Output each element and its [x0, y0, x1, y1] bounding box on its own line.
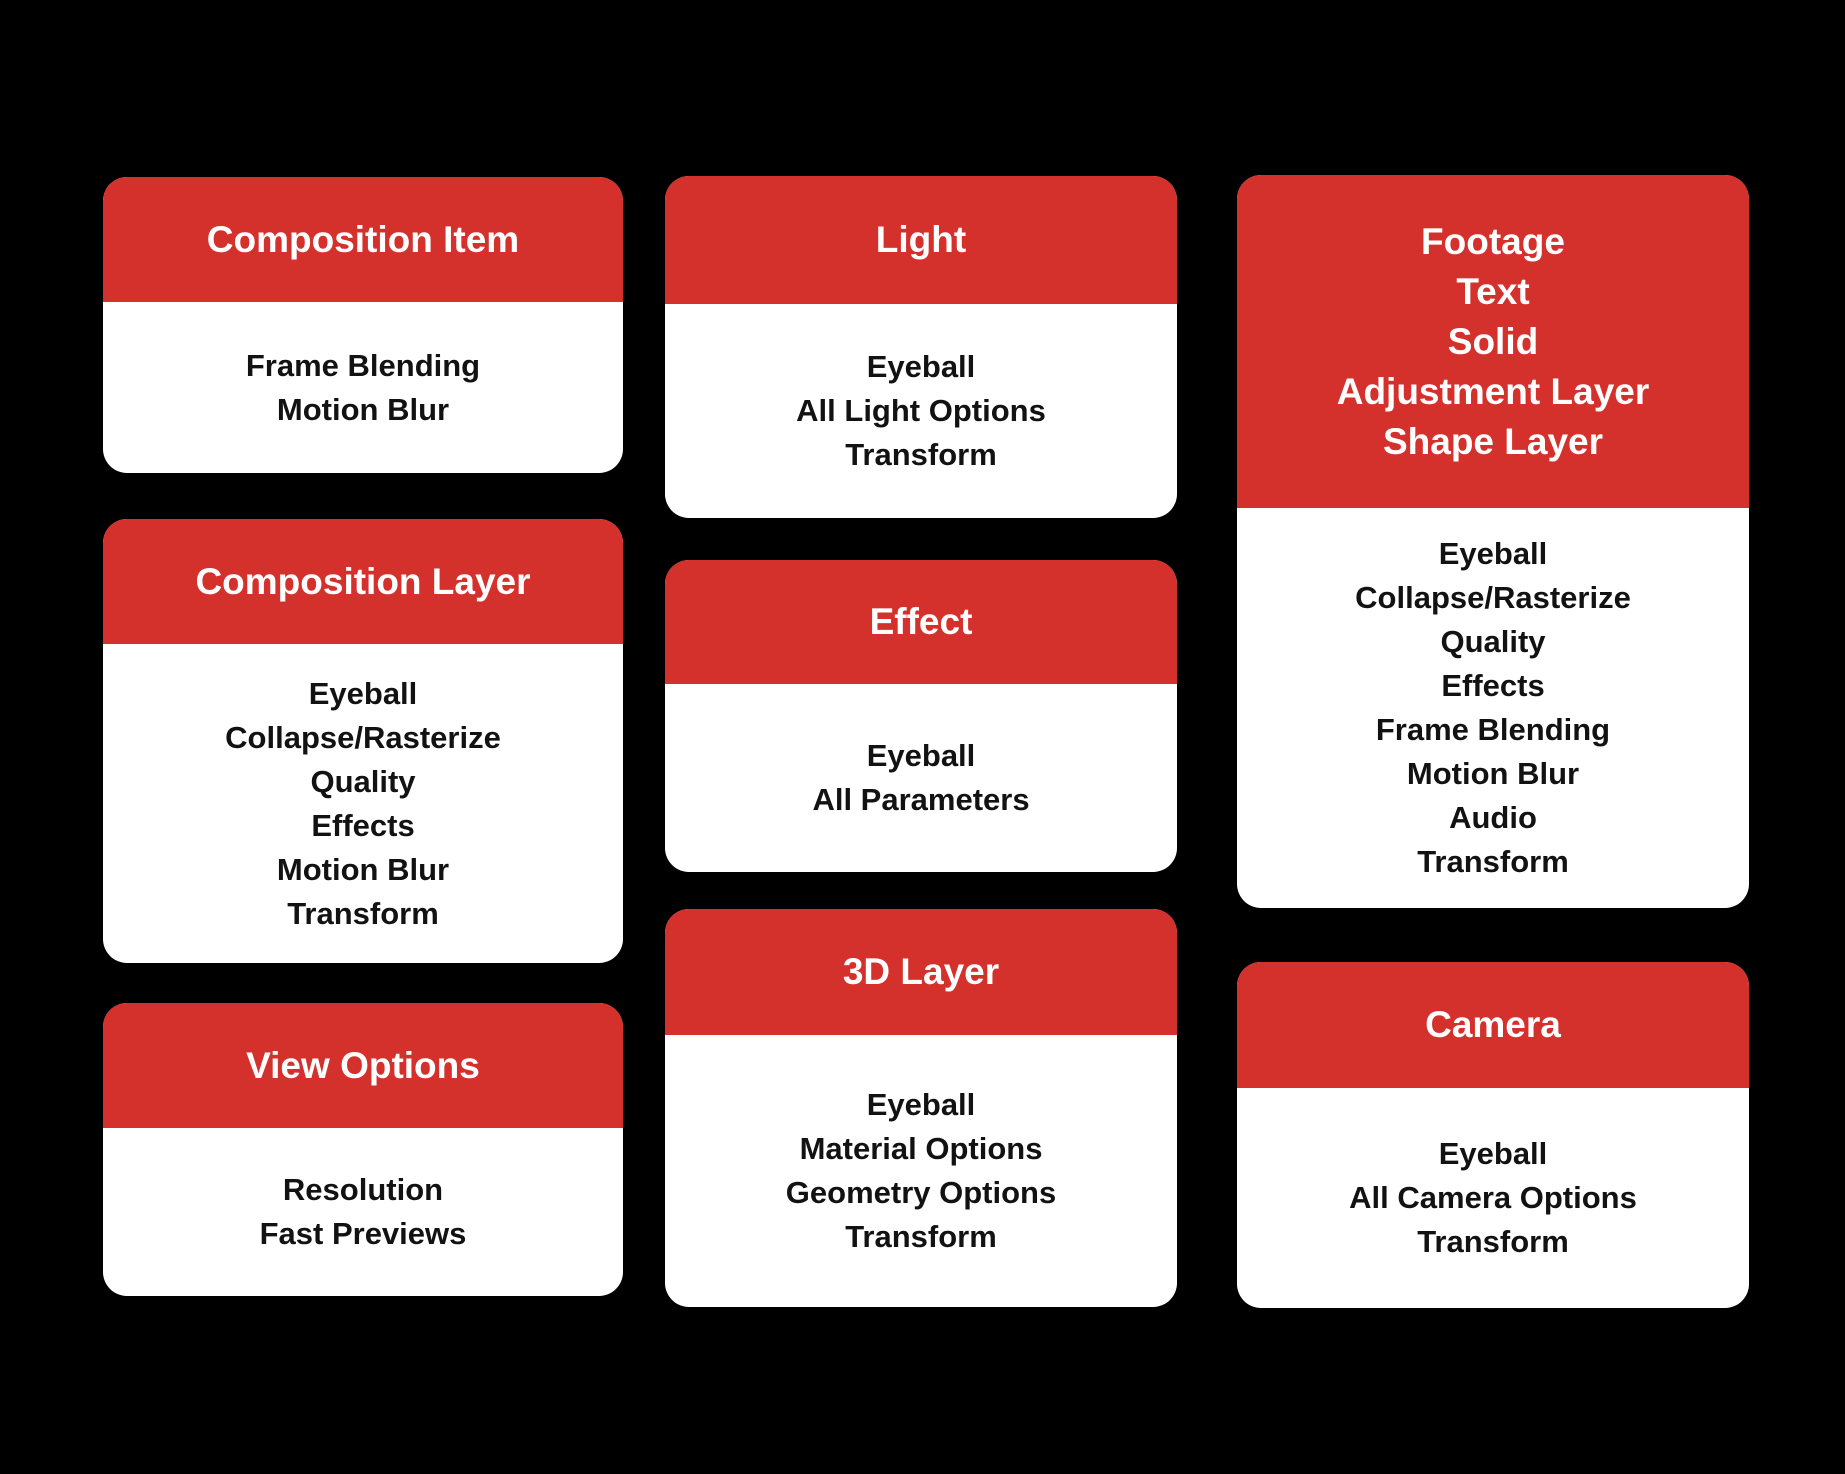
- card-title: 3D Layer: [842, 951, 1000, 992]
- card-item: Frame Blending: [245, 347, 481, 383]
- card-item: Eyeball: [308, 675, 418, 711]
- card-item: Collapse/Rasterize: [225, 719, 501, 755]
- card-title: Text: [1456, 270, 1530, 312]
- card-composition-item-body: Frame Blending Motion Blur: [103, 302, 623, 473]
- card-item: Fast Previews: [259, 1216, 467, 1251]
- card-item: Transform: [1417, 1224, 1569, 1259]
- card-title: Solid: [1447, 320, 1539, 362]
- card-item: Eyeball: [1438, 536, 1548, 571]
- card-item: Transform: [1417, 844, 1569, 879]
- card-item: Quality: [1440, 624, 1546, 659]
- card-item: Transform: [845, 437, 997, 472]
- card-item: Eyeball: [866, 738, 976, 773]
- card-title: Light: [875, 219, 967, 260]
- card-title: Composition Item: [206, 218, 520, 260]
- card-item: Geometry Options: [785, 1175, 1057, 1210]
- card-title: Composition Layer: [195, 560, 531, 602]
- card-composition-layer-header: Composition Layer: [103, 519, 623, 644]
- card-view-options-header: View Options: [103, 1003, 623, 1128]
- card-3d-layer: 3D Layer Eyeball Material Options Geomet…: [665, 909, 1177, 1307]
- card-composition-layer-body: Eyeball Collapse/Rasterize Quality Effec…: [103, 644, 623, 963]
- card-title: Effect: [869, 601, 973, 642]
- card-item: Audio: [1449, 800, 1537, 835]
- card-3d-layer-body: Eyeball Material Options Geometry Option…: [665, 1035, 1177, 1307]
- card-composition-layer: Composition Layer Eyeball Collapse/Raste…: [103, 519, 623, 963]
- card-camera: Camera Eyeball All Camera Options Transf…: [1237, 962, 1749, 1308]
- card-light-header: Light: [665, 176, 1177, 304]
- card-item: Eyeball: [1438, 1136, 1548, 1171]
- card-item: Quality: [310, 763, 416, 799]
- card-item: All Light Options: [796, 393, 1046, 428]
- card-camera-header: Camera: [1237, 962, 1749, 1088]
- card-effect: Effect Eyeball All Parameters: [665, 560, 1177, 872]
- card-item: Collapse/Rasterize: [1355, 580, 1631, 615]
- card-item: Effects: [311, 807, 415, 843]
- card-item: Eyeball: [866, 1087, 976, 1122]
- card-item: Material Options: [799, 1131, 1043, 1166]
- card-camera-body: Eyeball All Camera Options Transform: [1237, 1088, 1749, 1308]
- card-title: Adjustment Layer: [1336, 370, 1650, 412]
- card-title: Camera: [1425, 1004, 1561, 1045]
- card-view-options: View Options Resolution Fast Previews: [103, 1003, 623, 1296]
- card-item: Resolution: [282, 1172, 444, 1207]
- card-title: Shape Layer: [1382, 420, 1604, 462]
- card-item: Effects: [1441, 668, 1545, 703]
- card-composition-item: Composition Item Frame Blending Motion B…: [103, 177, 623, 473]
- card-footage-group: Footage Text Solid Adjustment Layer Shap…: [1237, 175, 1749, 908]
- card-footage-group-body: Eyeball Collapse/Rasterize Quality Effec…: [1237, 508, 1749, 908]
- card-light: Light Eyeball All Light Options Transfor…: [665, 176, 1177, 518]
- card-item: Transform: [287, 895, 439, 931]
- card-item: Eyeball: [866, 349, 976, 384]
- card-light-body: Eyeball All Light Options Transform: [665, 304, 1177, 518]
- card-composition-item-header: Composition Item: [103, 177, 623, 302]
- card-item: All Camera Options: [1349, 1180, 1637, 1215]
- card-3d-layer-header: 3D Layer: [665, 909, 1177, 1035]
- card-title: Footage: [1421, 220, 1565, 262]
- card-item: Motion Blur: [276, 851, 450, 887]
- card-item: Motion Blur: [1406, 756, 1580, 791]
- card-effect-header: Effect: [665, 560, 1177, 684]
- card-view-options-body: Resolution Fast Previews: [103, 1128, 623, 1296]
- card-footage-group-header: Footage Text Solid Adjustment Layer Shap…: [1237, 175, 1749, 508]
- card-effect-body: Eyeball All Parameters: [665, 684, 1177, 872]
- card-item: All Parameters: [812, 782, 1030, 817]
- card-title: View Options: [246, 1044, 480, 1086]
- card-item: Frame Blending: [1375, 712, 1611, 747]
- card-item: Transform: [845, 1219, 997, 1254]
- card-item: Motion Blur: [276, 391, 450, 427]
